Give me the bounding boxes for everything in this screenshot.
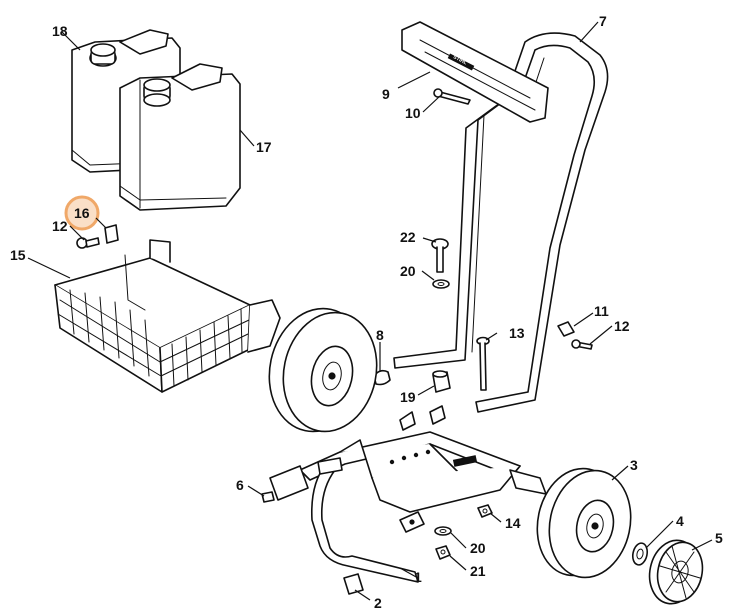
label-5: 5 [715, 530, 723, 546]
wheel-right [536, 467, 632, 579]
label-3: 3 [630, 457, 638, 473]
label-12-right: 12 [614, 318, 630, 334]
wire-basket [54, 239, 281, 393]
label-22: 22 [400, 229, 416, 245]
label-11: 11 [594, 303, 609, 319]
label-15: 15 [10, 247, 26, 263]
handle-grip [401, 21, 549, 123]
screw-10 [433, 88, 471, 105]
label-14: 14 [505, 515, 521, 531]
label-19: 19 [400, 389, 416, 405]
cap-8 [373, 369, 391, 386]
washer-20-upper [432, 279, 450, 289]
handle-frame [393, 32, 609, 413]
label-6: 6 [236, 477, 244, 493]
fuel-canister-front [119, 63, 241, 211]
label-20-lower: 20 [470, 540, 486, 556]
spacer-19 [432, 370, 451, 393]
washer-4 [631, 542, 649, 566]
label-7: 7 [599, 13, 607, 29]
label-9: 9 [382, 86, 390, 102]
label-13: 13 [509, 325, 525, 341]
cap-11 [557, 321, 575, 337]
wheel-left [268, 307, 378, 433]
label-12-left: 12 [52, 218, 68, 234]
base-frame [269, 405, 547, 583]
label-4: 4 [676, 513, 684, 529]
handle-brand-text: STIHL [452, 54, 468, 66]
hub-cover-5 [648, 539, 704, 605]
label-1: 1 [414, 569, 422, 585]
label-10: 10 [405, 105, 421, 121]
nut-21 [435, 545, 451, 560]
screw-12-left [76, 237, 100, 249]
bolt-13 [476, 336, 490, 391]
label-20-upper: 20 [400, 263, 416, 279]
pin-6 [261, 491, 275, 503]
part-16-highlight [64, 195, 100, 231]
leader-lines [27, 21, 713, 601]
label-2: 2 [374, 595, 382, 611]
bolt-22 [431, 238, 449, 273]
clip-16 [104, 224, 119, 244]
washer-20-lower [434, 526, 452, 536]
label-17: 17 [256, 139, 272, 155]
label-21: 21 [470, 563, 486, 579]
cap-2 [343, 573, 364, 595]
nut-14 [477, 504, 493, 518]
part-labels: 18 17 7 9 10 22 20 13 11 12 8 19 15 12 1… [10, 13, 723, 611]
label-18: 18 [52, 23, 68, 39]
screw-12-right [571, 339, 593, 350]
label-16: 16 [74, 205, 90, 221]
label-8: 8 [376, 327, 384, 343]
